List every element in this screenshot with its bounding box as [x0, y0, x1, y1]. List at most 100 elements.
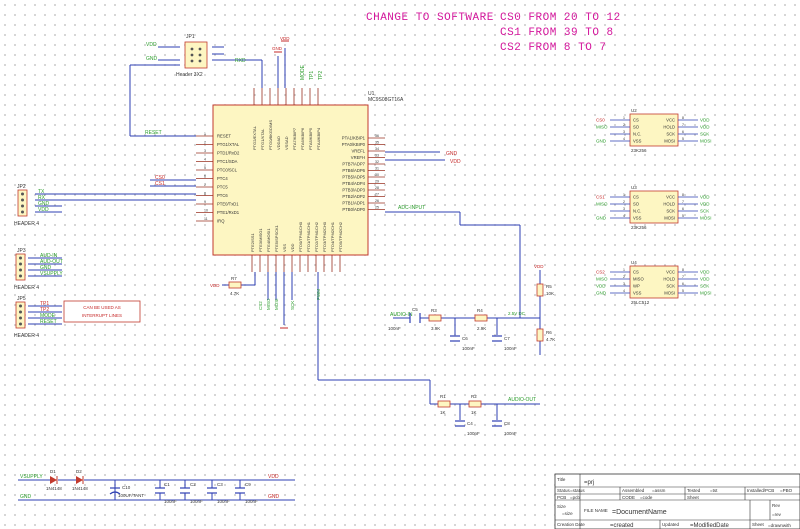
mcu-right-pin-number: 32 [375, 160, 379, 164]
resistor-r6[interactable]: R6 4.7K [536, 328, 555, 342]
tb-code-value: =code [640, 495, 653, 500]
header-jp3[interactable]: JP3 HEADER 4 [14, 248, 39, 291]
memory-pin-label-right: VCC [666, 195, 675, 200]
net-rxd: RXD [235, 58, 246, 64]
header-jp2[interactable]: JP2 HEADER 4 [14, 184, 39, 227]
memory-pin-label-left: VSS [633, 139, 642, 144]
net-tp1: TP1 [40, 301, 49, 307]
resistor-r4[interactable]: R4 2.9K [474, 308, 488, 331]
mcu-left-pin-label: PTC4 [217, 176, 228, 181]
net-pwm: PWM [316, 289, 321, 300]
capacitor-c2[interactable]: C2 100nF [180, 482, 203, 504]
net-vdd-vrefh: VDD [450, 159, 461, 165]
capacitor-c8[interactable]: C8 100nF [492, 420, 517, 436]
svg-text:4.7K: 4.7K [230, 291, 239, 296]
jp2-ref: JP2 [17, 184, 26, 190]
svg-text:INTERRUPT LINES: INTERRUPT LINES [82, 313, 122, 318]
memory-net-right: MOSI [700, 216, 712, 221]
header-jp1[interactable]: JP1 Header 3X2 [176, 34, 208, 78]
memory-pin-label-right: SCK [666, 132, 675, 137]
header-jp5[interactable]: JP5 HEADER 4 [14, 296, 39, 339]
vdd-r5: VDD [534, 264, 544, 269]
tb-tested-label: Tested [687, 488, 701, 493]
resistor-r1[interactable]: R1 1K [437, 394, 451, 415]
svg-text:C8: C8 [504, 421, 510, 426]
svg-text:100nF: 100nF [504, 346, 517, 351]
mcu-left-pin-label: PTC6 [217, 193, 228, 198]
mcu-right-pin-label: PTA0/KBIP0 [342, 142, 366, 147]
mcu-right-pin-number: 30 [375, 173, 379, 177]
resistor-r7[interactable]: R7 4.7K [228, 276, 242, 296]
svg-text:100nF: 100nF [164, 499, 177, 504]
svg-text:C9: C9 [245, 482, 251, 487]
svg-text:C4: C4 [467, 421, 473, 426]
svg-text:VDD: VDD [280, 36, 290, 41]
memory-pin-number-left: 3 [623, 207, 625, 211]
memory-ref: U2 [631, 108, 637, 113]
tb-status-label: Status [557, 488, 571, 493]
mcu-left-pin-number: 6 [204, 175, 206, 179]
capacitor-c5[interactable]: C5 100nF [388, 307, 421, 331]
interrupt-note: CAN BE USED AS INTERRUPT LINES [63, 300, 141, 323]
memory-pin-label-left: VSS [633, 291, 642, 296]
tb-rev-label: Rev [772, 503, 781, 508]
net-gnd-jp2: GND [38, 201, 50, 207]
mcu-right-pin-number: 33 [375, 154, 379, 158]
memory-pin-label-right: VCC [666, 118, 675, 123]
diode-d1[interactable]: D1 1N4148 [46, 469, 62, 491]
mcu-bottom-pin-label: PTD5/TPM2CH2 [338, 221, 343, 252]
diode-d2[interactable]: D2 1N4148 [72, 469, 88, 491]
mcu-bottom-pin-label: PTD4/TPM2CH1 [330, 221, 335, 252]
tb-updated-value: =ModifiedDate [690, 523, 730, 529]
capacitor-c1[interactable]: C1 100nF [155, 482, 177, 504]
svg-text:1K: 1K [440, 410, 446, 415]
svg-text:100nF: 100nF [467, 431, 480, 436]
resistor-r2[interactable]: R2 1K [468, 394, 482, 415]
net-mosi-bottom: MOSI [274, 298, 279, 310]
mcu-u1[interactable]: U1 MC9S08GT16A [212, 91, 404, 256]
net-gnd-jp1: GND [146, 56, 158, 62]
resistor-r5[interactable]: R5 10K [536, 283, 554, 297]
net-reset: RESET [145, 130, 162, 136]
mcu-left-pin-number: 5 [204, 166, 206, 170]
title-block: Title =prj Status =status Assembled =ass… [554, 473, 800, 529]
tb-title-label: Title [557, 477, 566, 482]
tb-code-label: CODE [622, 495, 635, 500]
resistor-r3[interactable]: R3 3.9K [428, 308, 442, 331]
memory-pin-number-left: 2 [623, 123, 625, 127]
memory-pin-number-right: 7 [682, 200, 684, 204]
memory-pin-number-right: 5 [682, 289, 684, 293]
memory-pin-number-right: 8 [682, 116, 684, 120]
mcu-bottom-pin-label: PTD1/TPM1CH1 [306, 221, 311, 252]
capacitor-c10[interactable]: C10 100UF/TANT [109, 485, 144, 498]
mcu-right-pin-number: 25 [375, 206, 379, 210]
tb-creation-label: Creation Date [557, 522, 585, 527]
capacitor-c6[interactable]: C6 100nF [450, 335, 475, 351]
tb-assembled-value: =assm [652, 488, 666, 493]
mcu-part: MC9S08GT16A [368, 97, 404, 103]
net-tp2: TP2 [40, 307, 49, 313]
mcu-bottom-pin-label: PTD3/TPM2CH0 [322, 221, 327, 252]
cs1-note: CS1 FROM 39 TO 8 [500, 27, 614, 39]
capacitor-c7[interactable]: C7 100nF [492, 335, 517, 351]
memory-pin-number-right: 6 [682, 207, 684, 211]
mcu-right-pin-number: 31 [375, 167, 379, 171]
mcu-left-pin-number: 10 [204, 209, 208, 213]
net-sck-bottom: SCK [290, 301, 295, 310]
capacitor-c4[interactable]: C4 100nF [455, 420, 480, 436]
tb-sheet-label: Sheet [687, 495, 700, 500]
svg-text:100nF: 100nF [504, 431, 517, 436]
capacitor-c3[interactable]: C3 100nF [207, 482, 230, 504]
mcu-top-pin-label: PTG2/EXTAL [252, 125, 257, 150]
memory-net-left: CS2 [596, 270, 605, 275]
memory-pin-label-left: CS [633, 118, 639, 123]
memory-pin-number-right: 7 [682, 123, 684, 127]
net-vsupply-jp3: VSUPPLY [40, 271, 63, 277]
memory-net-right: SCK [700, 132, 709, 137]
capacitor-c9[interactable]: C9 100nF [235, 482, 258, 504]
